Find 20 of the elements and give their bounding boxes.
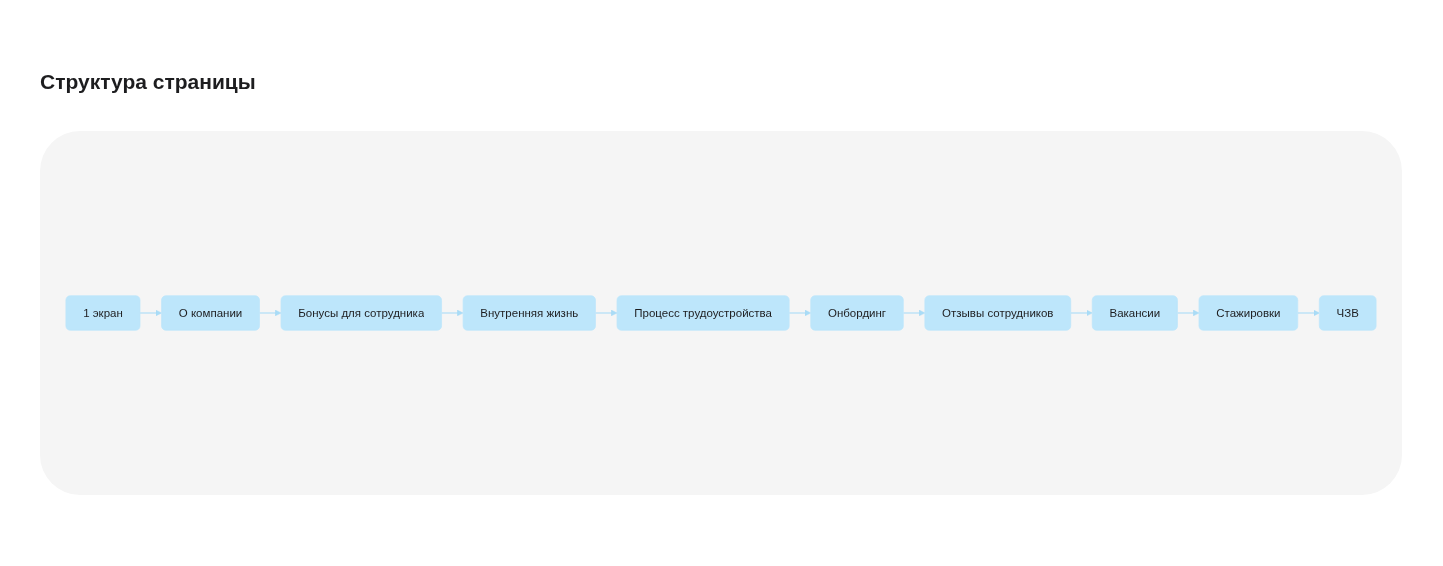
node-box: Внутренняя жизнь: [462, 295, 596, 331]
arrow: [1176, 309, 1200, 317]
arrow: [788, 309, 812, 317]
arrow: [441, 309, 464, 317]
page-title: Структура страницы: [40, 70, 256, 94]
arrow: [594, 309, 618, 317]
node-box: Стажировки: [1198, 295, 1299, 331]
arrow: [902, 309, 926, 317]
node-box: 1 экран: [65, 295, 141, 331]
node-box: Процесс трудоустройства: [616, 295, 790, 331]
arrow: [139, 309, 162, 317]
arrow: [1297, 309, 1320, 317]
node-box: Вакансии: [1091, 295, 1178, 331]
arrow: [258, 309, 282, 317]
node-box: Отзывы сотрудников: [924, 295, 1072, 331]
node-box: ЧЗВ: [1318, 295, 1377, 331]
arrow: [1070, 309, 1093, 317]
node-box: Бонусы для сотрудника: [280, 295, 442, 331]
node-box: О компании: [161, 295, 260, 331]
node-box: Онбординг: [810, 295, 904, 331]
